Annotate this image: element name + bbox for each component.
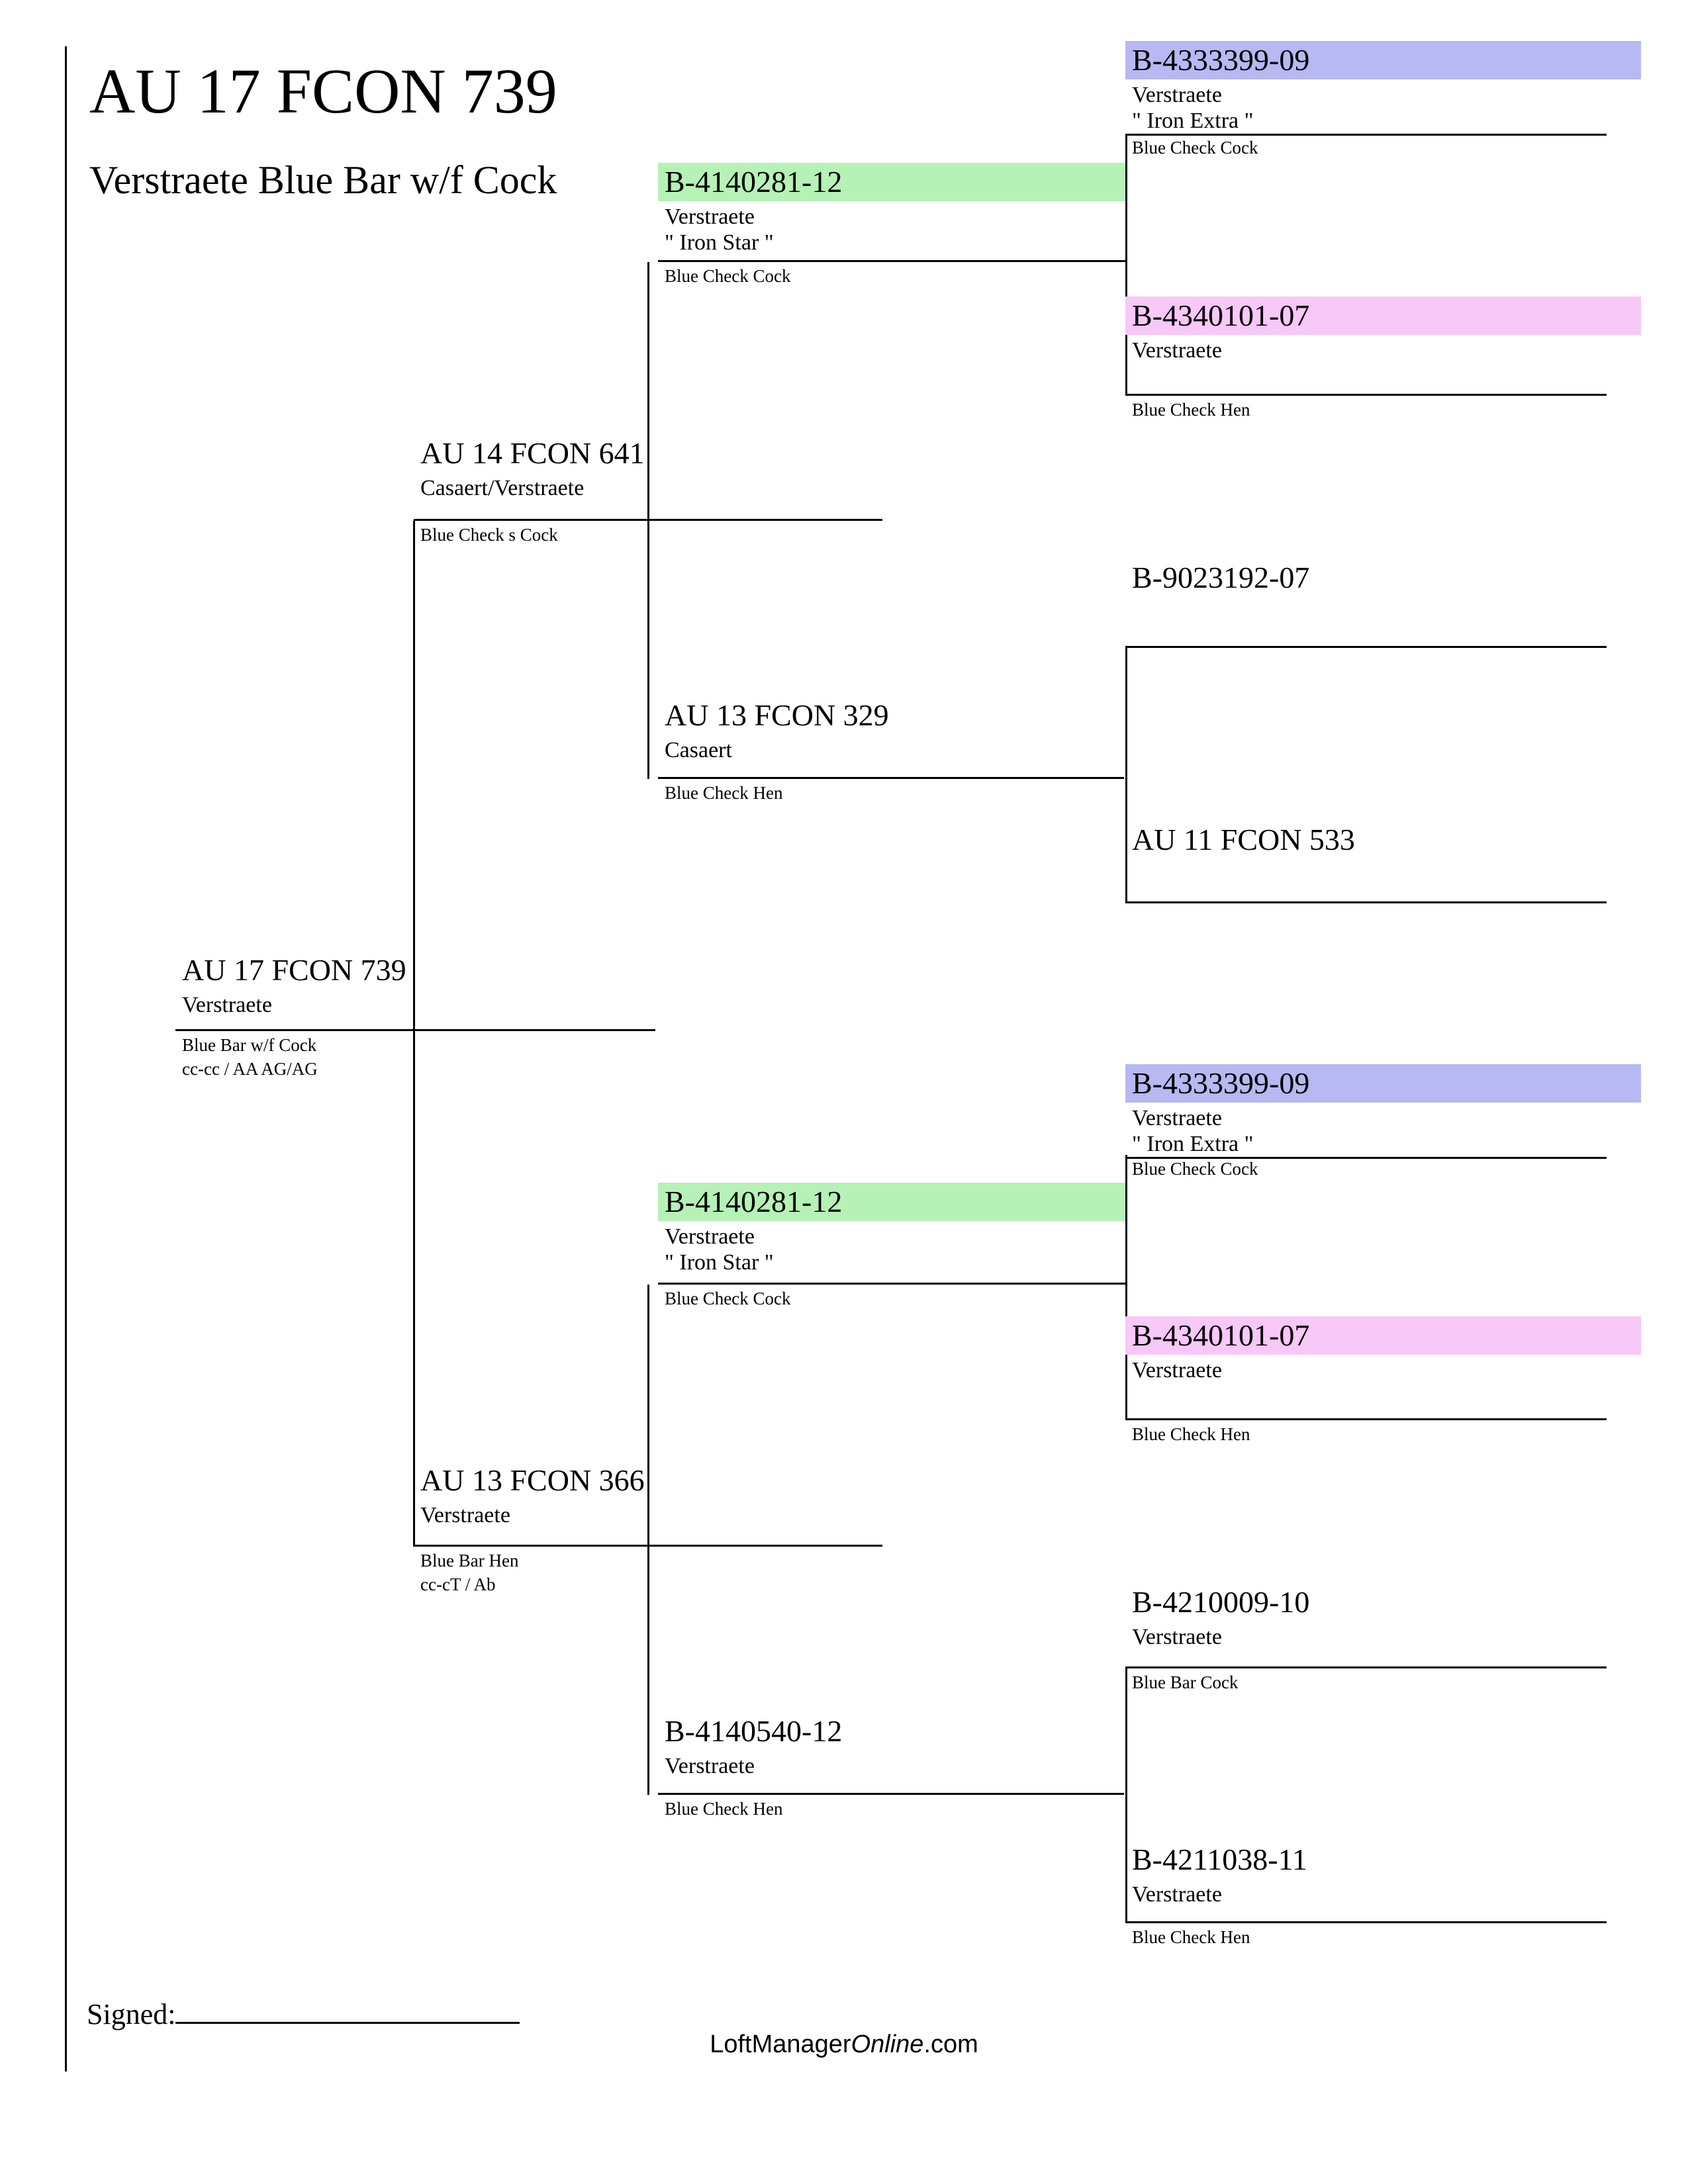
color-sex-label: Blue Check Cock xyxy=(665,1289,791,1308)
color-sex-label: Blue Check s Cock xyxy=(420,525,558,545)
entry-underline xyxy=(658,260,1125,262)
footer-brand-italic: Online xyxy=(851,2030,924,2058)
color-sex-label: Blue Check Cock xyxy=(1132,1159,1258,1179)
strain-label: Verstraete xyxy=(665,1224,755,1249)
genotype-label: cc-cc / AA AG/AG xyxy=(182,1059,318,1079)
entry-underline xyxy=(1125,646,1607,648)
pedigree-entry-ds-sire: B-4333399-09 Verstraete " Iron Extra " B… xyxy=(1125,1064,1641,1179)
entry-underline xyxy=(658,1793,1124,1795)
left-border-rule xyxy=(65,46,67,2071)
color-sex-label: Blue Check Hen xyxy=(665,1799,783,1819)
band-number: B-4140281-12 xyxy=(658,163,1125,201)
color-sex-label: Blue Bar Hen xyxy=(420,1551,519,1570)
strain-label: Verstraete xyxy=(1132,1625,1222,1649)
entry-underline xyxy=(1125,1666,1607,1668)
band-number: B-4140540-12 xyxy=(665,1714,843,1748)
strain-label: Verstraete xyxy=(420,1503,510,1527)
bird-name: " Iron Extra " xyxy=(1132,1132,1254,1156)
footer-brand: LoftManagerOnline.com xyxy=(0,2030,1688,2059)
pedigree-entry-dam-sire: B-4140281-12 Verstraete " Iron Star " Bl… xyxy=(658,1183,1125,1308)
bird-name: " Iron Star " xyxy=(665,230,774,255)
strain-label: Casaert xyxy=(665,738,732,762)
strain-label: Verstraete xyxy=(1132,1358,1222,1383)
connector-line xyxy=(413,521,415,1547)
pedigree-entry-sire-dam: AU 13 FCON 329 Casaert Blue Check Hen xyxy=(658,696,1124,803)
pedigree-entry-sd-sire: B-9023192-07 xyxy=(1125,559,1607,648)
connector-line xyxy=(1125,1668,1127,1923)
band-number: B-4210009-10 xyxy=(1132,1585,1310,1619)
band-number: AU 13 FCON 329 xyxy=(665,698,889,732)
footer-brand-suffix: .com xyxy=(923,2030,978,2058)
signed-row: Signed: xyxy=(87,1995,520,2031)
pedigree-entry-dam-dam: B-4140540-12 Verstraete Blue Check Hen xyxy=(658,1712,1124,1819)
color-sex-label: Blue Check Cock xyxy=(1132,138,1258,158)
signed-label: Signed: xyxy=(87,1998,176,2030)
strain-label: Verstraete xyxy=(1132,338,1222,363)
page-title: AU 17 FCON 739 xyxy=(89,56,557,126)
connector-line xyxy=(647,1285,649,1795)
strain-label: Verstraete xyxy=(665,205,755,229)
band-number: B-4211038-11 xyxy=(1132,1843,1307,1876)
strain-label: Verstraete xyxy=(1132,1106,1222,1130)
strain-label: Verstraete xyxy=(1132,83,1222,107)
color-sex-label: Blue Check Hen xyxy=(665,783,783,803)
entry-underline xyxy=(414,1545,882,1547)
band-number: AU 13 FCON 366 xyxy=(420,1463,645,1497)
pedigree-entry-subject: AU 17 FCON 739 Verstraete Blue Bar w/f C… xyxy=(175,951,655,1079)
pedigree-entry-sire-sire: B-4140281-12 Verstraete " Iron Star " Bl… xyxy=(658,163,1125,286)
color-sex-label: Blue Check Hen xyxy=(1132,1927,1250,1947)
entry-underline xyxy=(658,777,1124,779)
pedigree-entry-ss-dam: B-4340101-07 Verstraete Blue Check Hen xyxy=(1125,296,1641,420)
pedigree-entry-dd-sire: B-4210009-10 Verstraete Blue Bar Cock xyxy=(1125,1583,1607,1692)
band-number: B-9023192-07 xyxy=(1132,561,1310,594)
entry-underline xyxy=(1125,394,1607,396)
entry-underline xyxy=(414,519,882,521)
band-number: B-4333399-09 xyxy=(1125,41,1641,79)
bird-name: " Iron Extra " xyxy=(1132,109,1254,133)
entry-underline xyxy=(1125,1921,1607,1923)
strain-label: Verstraete xyxy=(1132,1882,1222,1907)
color-sex-label: Blue Check Hen xyxy=(1132,1424,1250,1444)
entry-underline xyxy=(1125,1418,1607,1420)
color-sex-label: Blue Bar w/f Cock xyxy=(182,1035,317,1055)
color-sex-label: Blue Bar Cock xyxy=(1132,1672,1239,1692)
entry-underline xyxy=(175,1029,655,1031)
band-number: AU 11 FCON 533 xyxy=(1132,823,1355,856)
color-sex-label: Blue Check Hen xyxy=(1132,400,1250,420)
pedigree-entry-dam: AU 13 FCON 366 Verstraete Blue Bar Hen c… xyxy=(414,1461,882,1594)
connector-line xyxy=(1125,134,1127,396)
strain-label: Verstraete xyxy=(182,993,272,1017)
pedigree-entry-sd-dam: AU 11 FCON 533 xyxy=(1125,821,1607,903)
page-subtitle: Verstraete Blue Bar w/f Cock xyxy=(89,158,557,202)
color-sex-label: Blue Check Cock xyxy=(665,266,791,286)
pedigree-entry-ss-sire: B-4333399-09 Verstraete " Iron Extra " B… xyxy=(1125,41,1641,158)
entry-underline xyxy=(1125,134,1607,136)
band-number: AU 14 FCON 641 xyxy=(420,436,645,470)
connector-line xyxy=(1125,1155,1127,1420)
entry-underline xyxy=(658,1283,1125,1285)
entry-underline xyxy=(1125,1157,1607,1159)
footer-brand-prefix: LoftManager xyxy=(710,2030,851,2058)
strain-label: Verstraete xyxy=(665,1754,755,1778)
pedigree-entry-dd-dam: B-4211038-11 Verstraete Blue Check Hen xyxy=(1125,1841,1607,1947)
pedigree-entry-sire: AU 14 FCON 641 Casaert/Verstraete Blue C… xyxy=(414,434,882,545)
entry-underline xyxy=(1125,901,1607,903)
band-number: B-4340101-07 xyxy=(1125,1316,1641,1355)
band-number: B-4333399-09 xyxy=(1125,1064,1641,1103)
bird-name: " Iron Star " xyxy=(665,1250,774,1275)
band-number: AU 17 FCON 739 xyxy=(182,953,406,987)
signature-line xyxy=(175,1995,520,2024)
strain-label: Casaert/Verstraete xyxy=(420,476,585,500)
connector-line xyxy=(1125,648,1127,903)
genotype-label: cc-cT / Ab xyxy=(420,1574,496,1594)
band-number: B-4140281-12 xyxy=(658,1183,1125,1221)
pedigree-entry-ds-dam: B-4340101-07 Verstraete Blue Check Hen xyxy=(1125,1316,1641,1444)
band-number: B-4340101-07 xyxy=(1125,296,1641,335)
